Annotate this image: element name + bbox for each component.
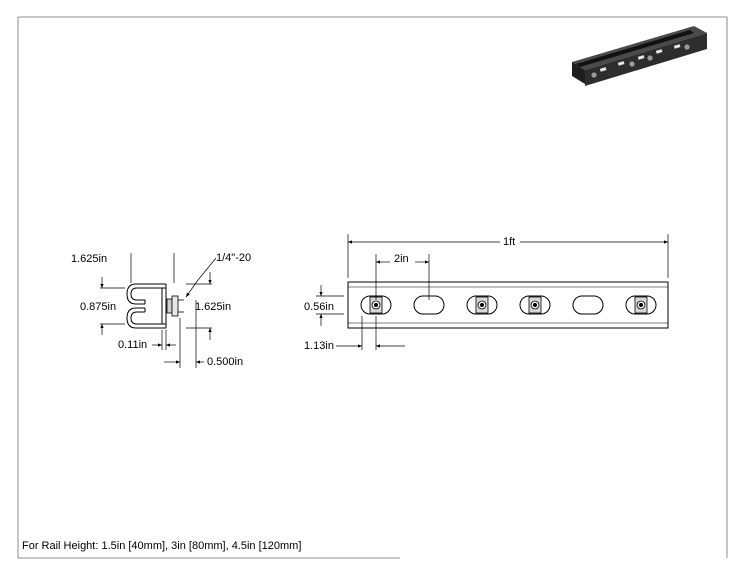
profile-dimension-labels: 1.625in 0.875in 1.625in 1/4"-20 0.11in 0… [71, 252, 251, 368]
bolt-head [475, 296, 489, 314]
bolt-head [634, 296, 648, 314]
slot-with-bolt [625, 295, 657, 315]
rail-height-footnote: For Rail Height: 1.5in [40mm], 3in [80mm… [22, 540, 302, 552]
wall-thickness-label: 0.11in [118, 339, 147, 351]
slot-with-bolt [519, 295, 551, 315]
profile-dimension-lines [100, 253, 217, 368]
rail-holes [360, 295, 657, 315]
profile-height-label: 1.625in [195, 301, 231, 313]
side-dimension-labels: 1ft 2in 0.56in 1.13in [304, 236, 515, 352]
bolt-spec-label: 1/4"-20 [216, 252, 251, 264]
side-dimension-lines [316, 234, 669, 350]
iso-rail-illustration [572, 26, 707, 86]
bolt-profile [166, 295, 184, 317]
open-slot [572, 295, 604, 315]
profile-slot-width-label: 0.875in [80, 301, 116, 313]
bolt-head [528, 296, 542, 314]
rail-length-label: 1ft [503, 236, 515, 248]
sheet-border [17, 16, 728, 559]
rail-side-view [347, 281, 669, 329]
profile-width-label: 1.625in [71, 253, 107, 265]
hole-height-label: 0.56in [304, 301, 334, 313]
first-hole-offset-label: 1.13in [304, 340, 334, 352]
slot-with-bolt [466, 295, 498, 315]
bolt-head [369, 296, 383, 314]
bolt-offset-label: 0.500in [207, 356, 243, 368]
hole-spacing-label: 2in [394, 253, 409, 265]
rail-profile [126, 283, 167, 329]
